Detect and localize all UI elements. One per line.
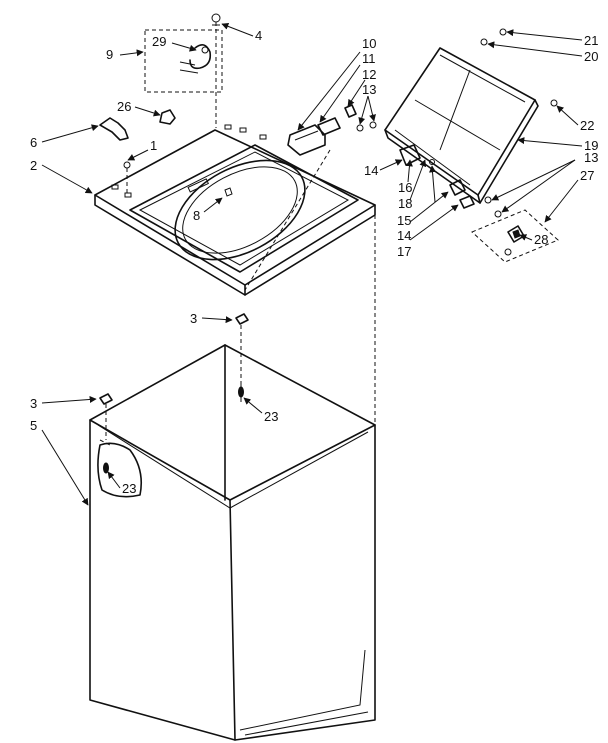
callout-13-left: 13 [362, 82, 376, 97]
callout-14-upper: 14 [364, 163, 378, 178]
hinge-kit [471, 209, 559, 263]
callout-9: 9 [106, 47, 113, 62]
callout-23-lower: 23 [122, 481, 136, 496]
callout-15: 15 [397, 213, 411, 228]
callout-17: 17 [397, 244, 411, 259]
callout-1: 1 [150, 138, 157, 153]
callout-18: 18 [398, 196, 412, 211]
top-panel [94, 124, 376, 296]
callout-3-upper: 3 [190, 311, 197, 326]
callout-5: 5 [30, 418, 37, 433]
callout-2: 2 [30, 158, 37, 173]
leader-lines [41, 23, 583, 506]
callout-4: 4 [255, 28, 262, 43]
alignment-lines [105, 22, 376, 440]
callout-29: 29 [152, 34, 166, 49]
harness-kit [144, 29, 223, 93]
callout-22: 22 [580, 118, 594, 133]
lid-switch-parts [287, 104, 502, 218]
callout-3-lower: 3 [30, 396, 37, 411]
callout-27: 27 [580, 168, 594, 183]
callout-12: 12 [362, 67, 376, 82]
callout-21: 21 [584, 33, 598, 48]
callout-20: 20 [584, 49, 598, 64]
callout-labels: 1 2 3 3 4 5 6 8 9 10 11 12 13 13 14 14 1… [30, 28, 598, 496]
callout-28: 28 [534, 232, 548, 247]
callout-11: 11 [362, 51, 376, 66]
hardware [99, 13, 558, 474]
callout-6: 6 [30, 135, 37, 150]
callout-16: 16 [398, 180, 412, 195]
callout-8: 8 [193, 208, 200, 223]
callout-23-upper: 23 [264, 409, 278, 424]
callout-19: 19 [584, 138, 598, 153]
callout-26: 26 [117, 99, 131, 114]
callout-13-right: 13 [584, 150, 598, 165]
callout-14-lower: 14 [397, 228, 411, 243]
cabinet [89, 344, 376, 741]
callout-10: 10 [362, 36, 376, 51]
